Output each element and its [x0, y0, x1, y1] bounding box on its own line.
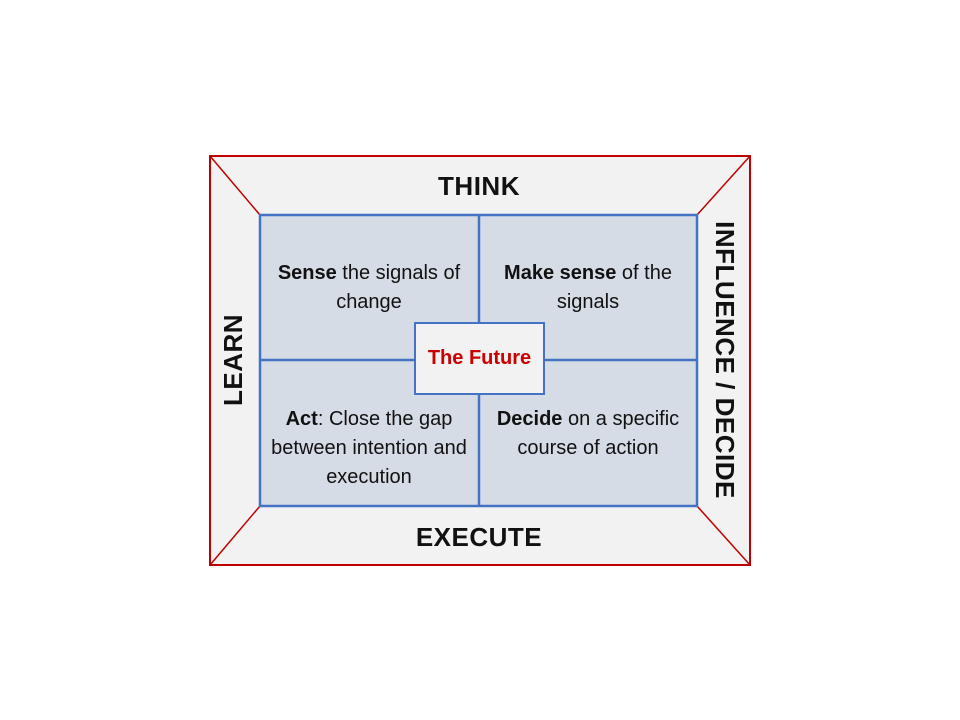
quadrant-sense: Sense the signals of change	[262, 259, 476, 317]
label-think: THINK	[438, 171, 520, 201]
quadrant-sense-text: the signals of change	[336, 262, 461, 313]
corner-line-top-right	[696, 155, 751, 216]
center-label: The Future	[427, 347, 532, 369]
quadrant-act-text: : Close the gap between intention and ex…	[271, 408, 467, 488]
label-learn: LEARN	[218, 313, 248, 407]
label-influence-decide: INFLUENCE / DECIDE	[710, 221, 740, 499]
quadrant-decide: Decide on a specific course of action	[481, 405, 695, 463]
corner-line-bottom-left	[209, 505, 261, 566]
quadrant-act-bold: Act	[285, 408, 318, 430]
label-execute: EXECUTE	[415, 522, 543, 552]
center-box: The Future	[414, 322, 545, 395]
quadrant-sense-bold: Sense	[277, 262, 337, 284]
corner-line-bottom-right	[696, 505, 751, 566]
quadrant-decide-text: on a specific course of action	[517, 408, 680, 459]
corner-line-top-left	[209, 155, 261, 216]
quadrant-act: Act: Close the gap between intention and…	[262, 405, 476, 492]
quadrant-make-sense-text: of the signals	[556, 262, 672, 313]
quadrant-make-sense: Make sense of the signals	[481, 259, 695, 317]
quadrant-make-sense-bold: Make sense	[504, 262, 617, 284]
quadrant-decide-bold: Decide	[496, 408, 563, 430]
